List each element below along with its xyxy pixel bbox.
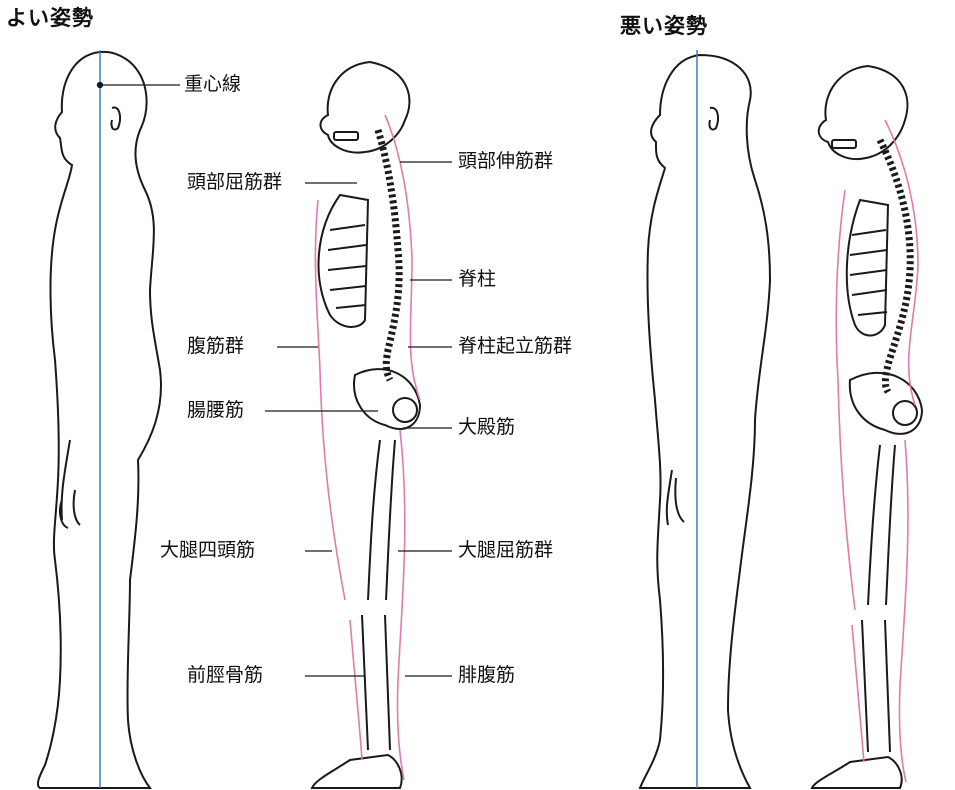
label-gluteus-maximus: 大殿筋 [458,416,515,438]
good-posture-skeleton [312,62,420,788]
label-tibialis-anterior: 前脛骨筋 [187,664,263,686]
foot-icon [812,757,902,788]
foot-icon [312,755,402,788]
femur-icon [368,440,395,600]
spine-icon [378,130,399,380]
bad-posture-muscles [836,120,918,782]
label-quadriceps: 大腿四頭筋 [160,539,255,561]
tibia-icon [862,620,890,752]
spine-icon [880,140,910,392]
femur-icon [868,445,895,605]
label-erector-spinae: 脊柱起立筋群 [458,335,572,357]
good-posture-heading: よい姿勢 [6,2,94,32]
label-iliopsoas: 腸腰筋 [187,399,244,421]
label-neck-extensors: 頭部伸筋群 [458,150,553,172]
label-hamstrings: 大腿屈筋群 [458,539,553,561]
label-spine: 脊柱 [458,268,496,290]
label-abdominals: 腹筋群 [187,335,244,357]
bad-posture-heading: 悪い姿勢 [620,10,708,40]
ribcage-icon [847,200,888,336]
tibia-icon [362,615,390,750]
bad-posture-silhouette [640,55,770,788]
label-neck-flexors: 頭部屈筋群 [187,171,282,193]
label-gastrocnemius: 腓腹筋 [458,664,515,686]
label-gravity-line: 重心線 [184,73,241,95]
